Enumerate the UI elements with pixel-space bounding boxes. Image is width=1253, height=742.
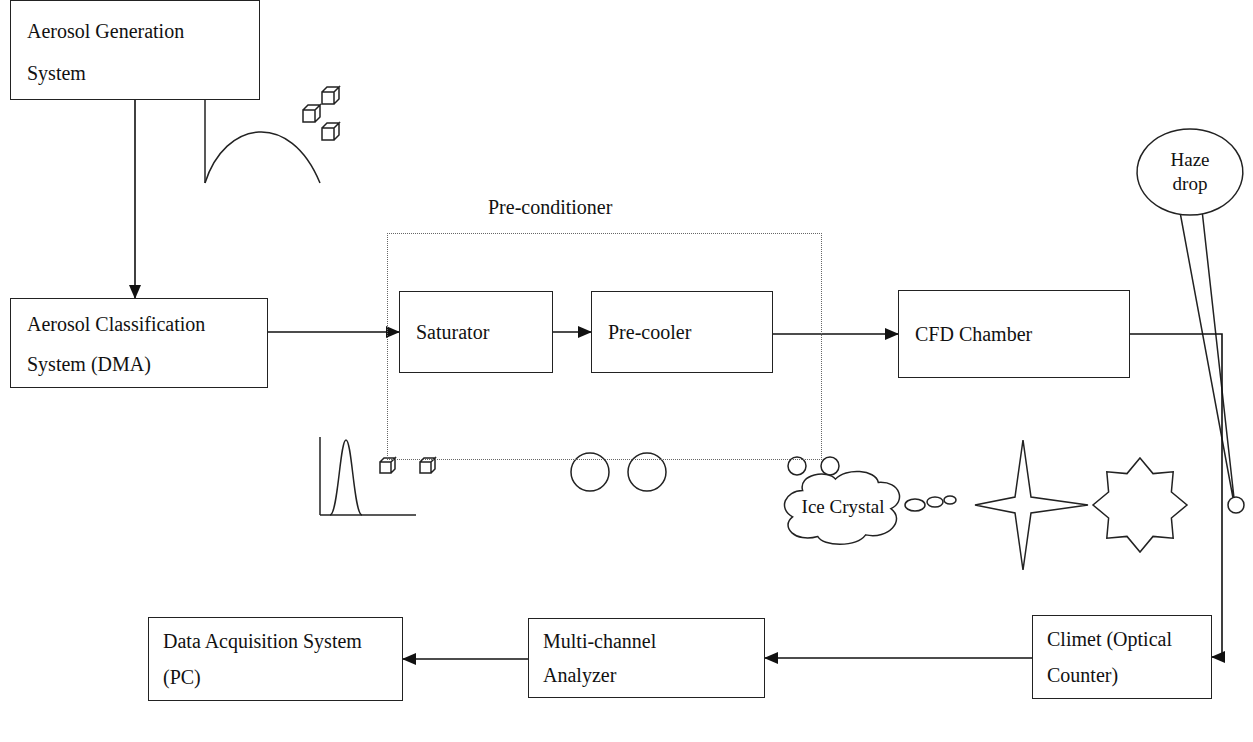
- node-label: Aerosol Generation System: [27, 20, 184, 84]
- haze-droplet: [1228, 497, 1244, 513]
- particle-cubes: [380, 458, 435, 473]
- flow-arrow: [1130, 334, 1222, 657]
- axis-line: [204, 100, 206, 183]
- process-box: CFD Chamber: [898, 290, 1130, 378]
- thought-bubble: [944, 496, 956, 504]
- droplet: [821, 457, 839, 475]
- process-box: Aerosol Classification System (DMA): [10, 298, 268, 388]
- flow-arrow: [773, 333, 898, 335]
- flow-arrow: [403, 658, 528, 660]
- flow-arrow: [268, 331, 399, 333]
- node-label: Multi-channel Analyzer: [543, 630, 656, 686]
- flow-arrow: [553, 331, 591, 333]
- thought-bubble: [927, 497, 943, 507]
- callout-tail: [1180, 210, 1234, 498]
- thought-bubble: [905, 499, 925, 511]
- node-label: Aerosol Classification System (DMA): [27, 313, 205, 375]
- distribution-curve: [330, 440, 362, 515]
- ice-crystal-star: [975, 440, 1088, 570]
- group-heading: Pre-conditioner: [488, 196, 612, 219]
- droplet: [628, 453, 666, 491]
- droplet: [571, 453, 609, 491]
- process-box: Saturator: [399, 291, 553, 373]
- cloud-callout: Ice Crystal: [780, 466, 906, 548]
- flow-arrow: [134, 100, 136, 298]
- ice-crystal-star: [1093, 458, 1187, 552]
- axis-line: [320, 514, 416, 516]
- callout-bubble: Haze drop: [1136, 128, 1244, 216]
- node-label: Ice Crystal: [802, 495, 885, 519]
- distribution-curve: [205, 132, 320, 183]
- group-region: Pre-conditionerSaturatorPre-cooler: [387, 233, 822, 460]
- particle-cubes: [303, 87, 339, 140]
- instrument-box: Multi-channel Analyzer: [528, 618, 765, 698]
- node-label: Data Acquisition System (PC): [163, 630, 362, 688]
- node-label: Pre-cooler: [608, 319, 691, 345]
- ellipse-outline: [1136, 128, 1244, 216]
- instrument-box: Climet (Optical Counter): [1032, 615, 1212, 699]
- node-label: CFD Chamber: [915, 321, 1032, 347]
- node-label: Saturator: [416, 319, 489, 345]
- instrument-box: Data Acquisition System (PC): [148, 617, 403, 701]
- node-label: Haze drop: [1152, 148, 1228, 196]
- axis-line: [319, 437, 321, 515]
- process-box: Pre-cooler: [591, 291, 773, 373]
- flow-arrow: [765, 657, 1032, 659]
- process-box: Aerosol Generation System: [10, 0, 260, 100]
- node-label: Climet (Optical Counter): [1047, 628, 1172, 686]
